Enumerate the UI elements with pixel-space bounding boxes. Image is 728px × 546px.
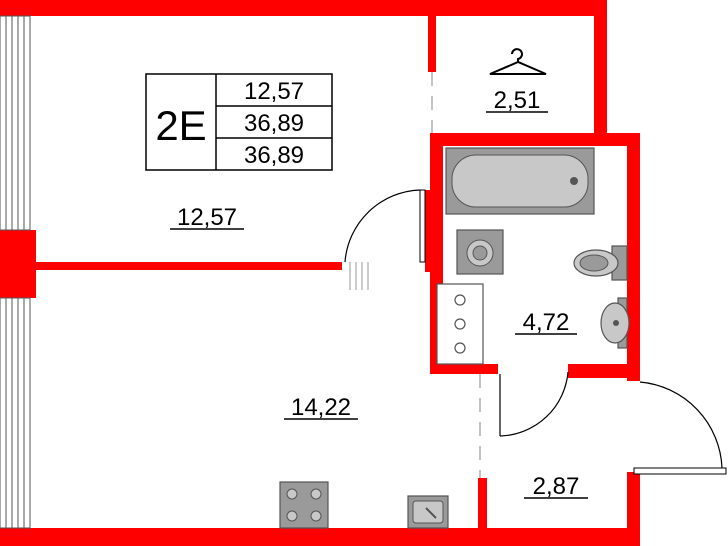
wall-wardrobe-right [594,0,607,140]
living-area-label: 14,22 [291,394,351,421]
table-row-total-area-coef: 36,89 [244,142,304,169]
utility-cabinet-icon [436,283,484,365]
info-table: 2E 12,57 36,89 36,89 [145,73,333,171]
wall-bathroom-inner [425,190,430,272]
room-bathroom: 4,72 [515,309,577,336]
wall-bathroom-right [627,133,640,381]
wall-bathroom-top [430,133,640,146]
door-bedroom [344,189,426,290]
stove-icon [279,481,329,529]
sink-icon [600,297,630,349]
bathtub-icon [445,147,595,215]
hanger-icon [489,48,547,75]
room-hall: 2,87 [524,473,588,500]
wall-bedroom-living [30,262,342,270]
wall-hall-left [478,478,487,538]
wall-hall-right [627,472,640,546]
wall-bottom [0,528,640,546]
toilet-icon [573,245,628,281]
washing-machine-icon [456,229,504,275]
room-wardrobe: 2,51 [486,87,548,114]
window-left-top [0,15,31,231]
kitchen-sink-icon [407,495,449,529]
wall-top [0,0,607,16]
wall-bedroom-wardrobe [428,0,436,72]
table-row-living-area: 12,57 [244,78,304,105]
wall-bathroom-bottom-right [568,364,640,378]
room-bedroom: 12,57 [170,204,244,231]
wall-bathroom-bottom-left [430,364,498,374]
walls [0,0,640,546]
apartment-code: 2E [155,102,206,149]
bedroom-area-label: 12,57 [177,204,237,231]
wardrobe-area-label: 2,51 [494,87,541,114]
table-row-total-area: 36,89 [244,110,304,137]
window-left-bottom [0,297,31,529]
wall-left-pier [0,230,36,298]
room-living: 14,22 [284,394,358,421]
hall-area-label: 2,87 [533,473,580,500]
door-bathroom [499,371,569,437]
bathroom-area-label: 4,72 [523,309,570,336]
door-entrance [633,381,727,475]
